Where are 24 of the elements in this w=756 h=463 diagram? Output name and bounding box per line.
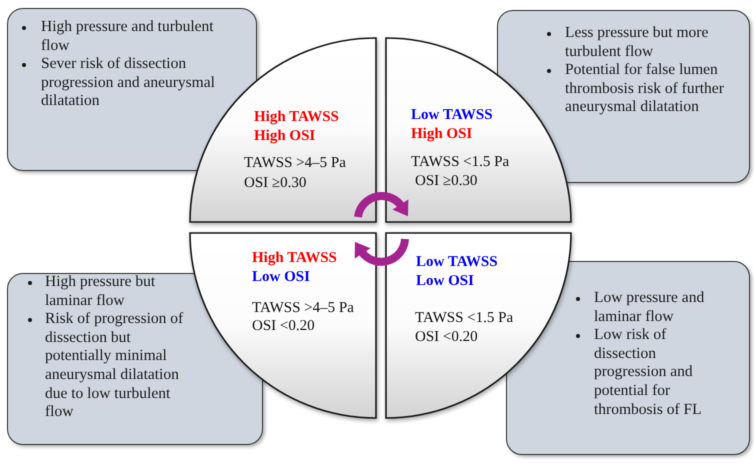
- quadrant-heading: Low TAWSS: [416, 253, 498, 272]
- quadrant-heading: High OSI: [254, 127, 316, 146]
- bullet-text: Risk of progression of dissection but potentially minimal aneurysmal dilatation due to low turbulent flow: [45, 310, 184, 422]
- quadrant-heading: High TAWSS: [252, 249, 337, 268]
- threshold-text: OSI ≥0.30: [415, 172, 478, 191]
- bullet-text: High pressure but laminar flow: [45, 273, 156, 310]
- quadrant-heading: Low TAWSS: [411, 106, 493, 125]
- threshold-text: TAWSS >4–5 Pa: [252, 299, 354, 318]
- bullet-text: High pressure and turbulent flow: [41, 18, 215, 56]
- quadrant-heading: Low OSI: [252, 268, 310, 287]
- quadrant-heading: High TAWSS: [254, 108, 339, 127]
- threshold-text: OSI ≥0.30: [244, 174, 306, 193]
- threshold-text: TAWSS <1.5 Pa: [415, 309, 514, 328]
- threshold-text: TAWSS >4–5 Pa: [244, 154, 346, 173]
- threshold-text: OSI <0.20: [415, 328, 478, 347]
- bullet-text: Low risk of dissection progression and potential for thrombosis of FL: [594, 326, 703, 420]
- threshold-text: OSI <0.20: [252, 317, 315, 336]
- bullet-text: Low pressure and laminar flow: [594, 289, 706, 326]
- bullet-text: Potential for false lumen thrombosis risk of further aneurysmal dilatation: [565, 61, 725, 117]
- bullet-text: Sever risk of dissection progression and aneurysmal dilatation: [41, 55, 216, 111]
- quadrant-heading: Low OSI: [416, 272, 474, 291]
- threshold-text: TAWSS <1.5 Pa: [411, 153, 510, 172]
- bullet-text: Less pressure but more turbulent flow: [565, 24, 710, 62]
- quadrant-heading: High OSI: [411, 125, 472, 144]
